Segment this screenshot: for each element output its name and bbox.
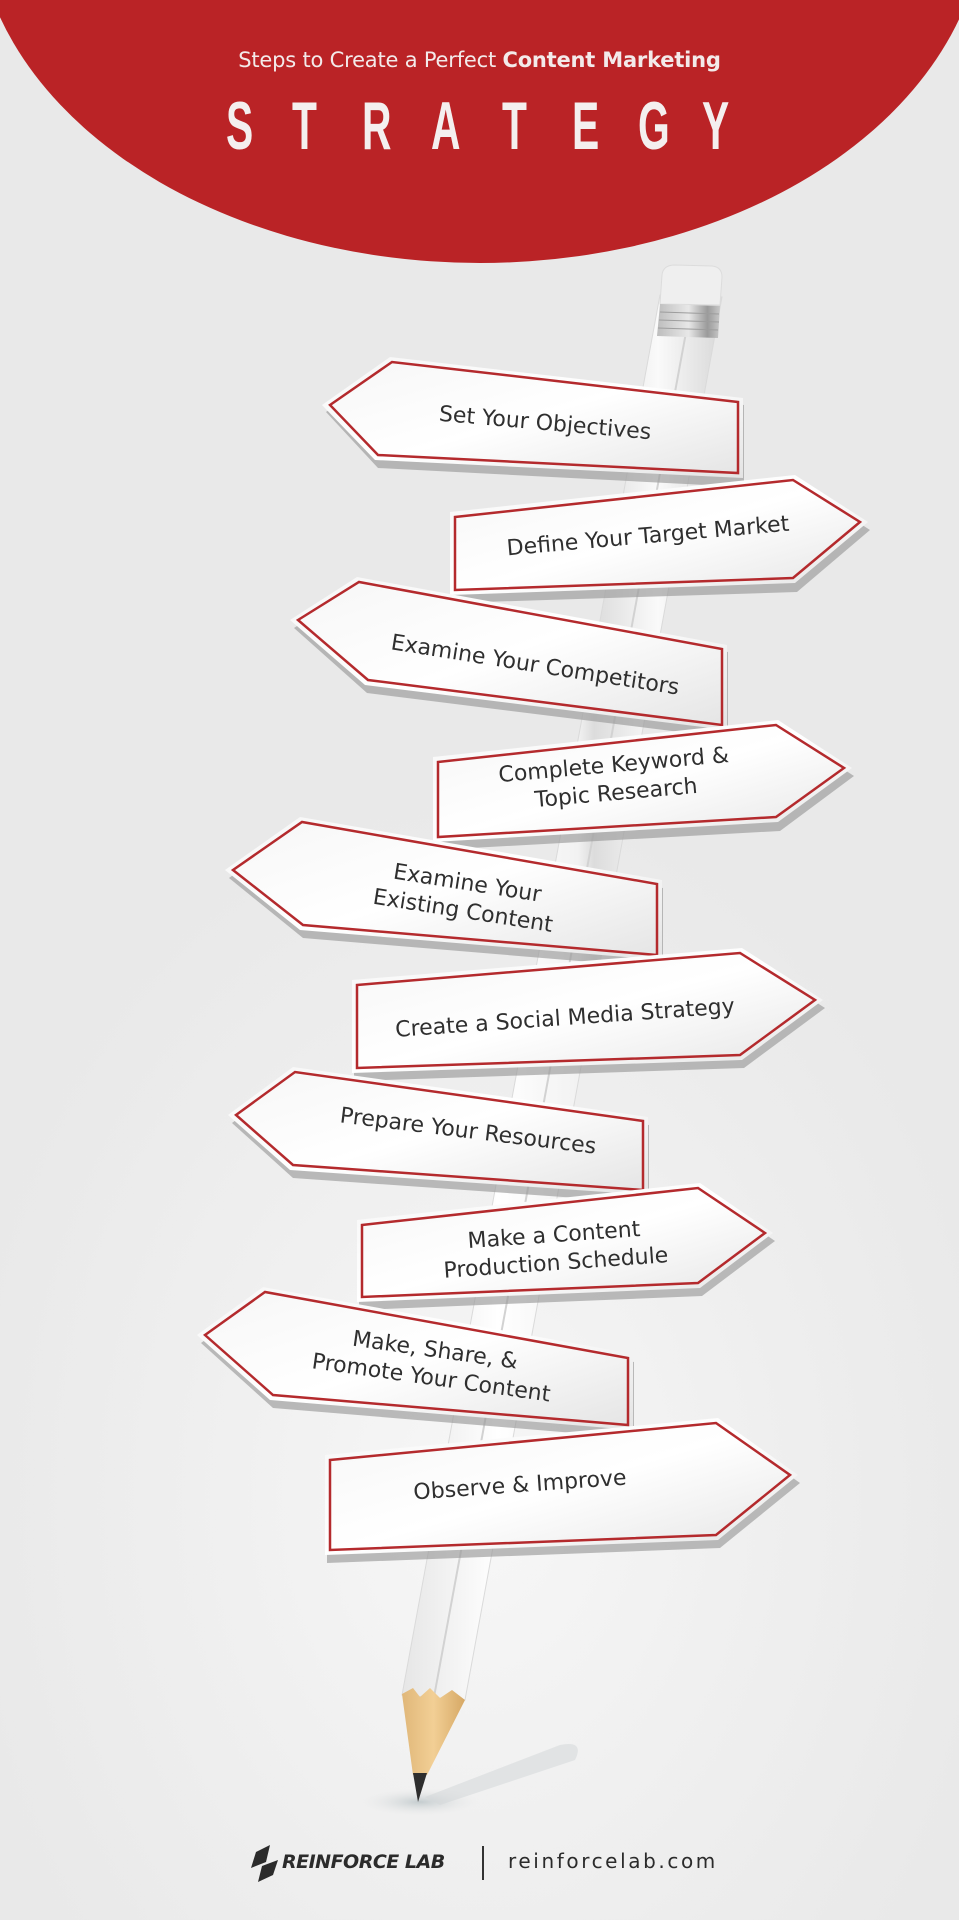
- sign-4: [433, 720, 854, 850]
- sign-6: [352, 948, 825, 1081]
- sign-7: [228, 1067, 649, 1203]
- sign-8: [357, 1183, 775, 1310]
- sign-3: [290, 577, 728, 738]
- subtitle: Steps to Create a Perfect Content Market…: [0, 48, 959, 72]
- subtitle-bold: Content Marketing: [502, 48, 721, 72]
- sign-9: [197, 1287, 634, 1438]
- footer-divider: [482, 1846, 484, 1880]
- website-link[interactable]: reinforcelab.com: [508, 1849, 718, 1873]
- sign-5: [225, 817, 663, 968]
- title-letter: G: [638, 88, 670, 164]
- title-letter: T: [292, 88, 317, 164]
- sign-1: [322, 357, 744, 487]
- brand-name: REINFORCE LAB: [282, 1851, 445, 1873]
- title-letter: E: [572, 88, 600, 164]
- title-letter: S: [226, 88, 254, 164]
- reinforce-lab-logo-icon: [251, 1845, 278, 1882]
- subtitle-regular: Steps to Create a Perfect: [238, 48, 503, 72]
- sign-10: [325, 1418, 800, 1563]
- title-letter: R: [362, 88, 392, 164]
- sign-2: [450, 475, 870, 603]
- title-letter: Y: [702, 88, 730, 164]
- page-title: S T R A T E G Y: [0, 92, 959, 162]
- title-letter: T: [502, 88, 527, 164]
- title-letter: A: [431, 88, 461, 164]
